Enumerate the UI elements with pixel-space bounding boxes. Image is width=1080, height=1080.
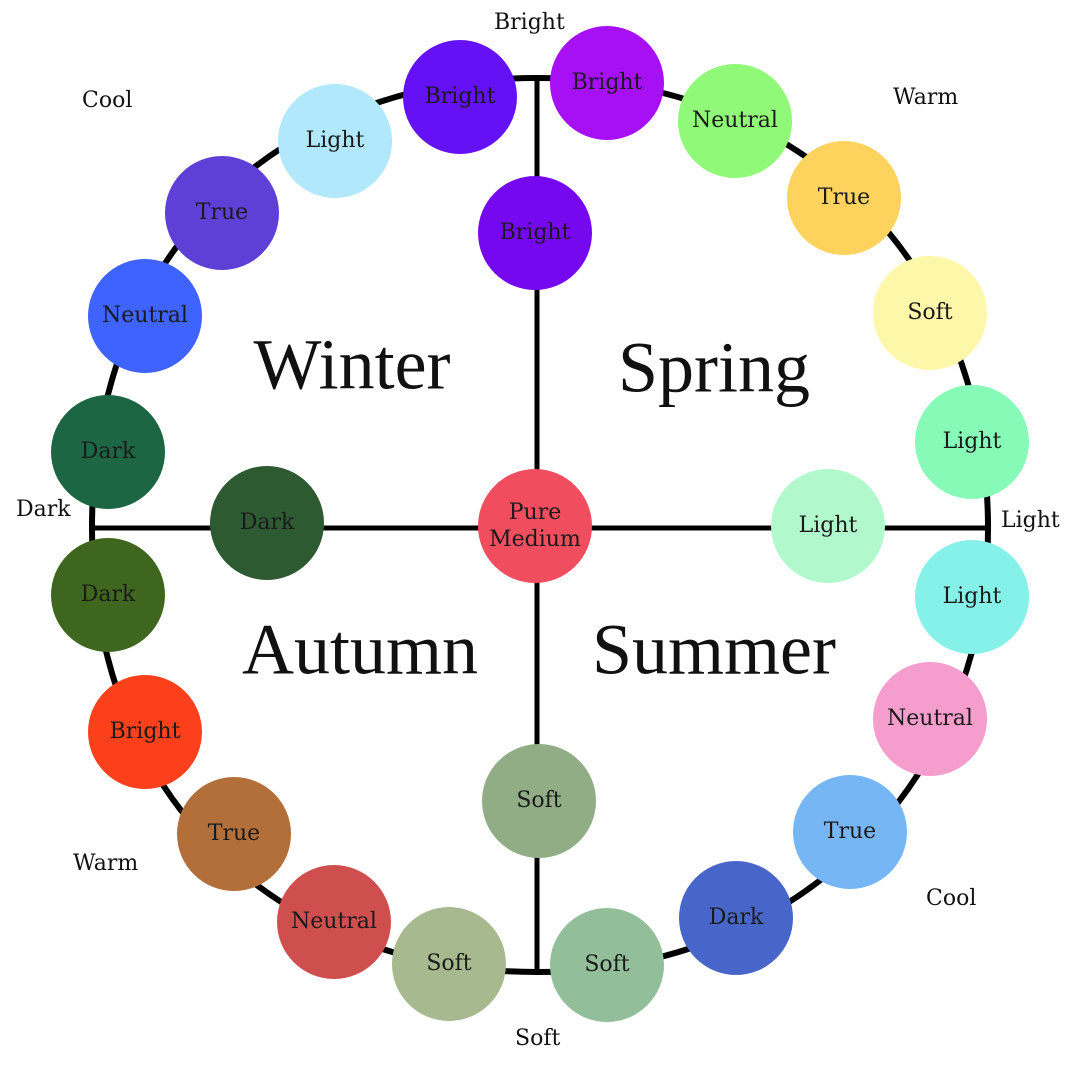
ring-node-autumn-true: True bbox=[177, 777, 291, 891]
ring-node-spring-soft: Soft bbox=[873, 256, 987, 370]
node-label: True bbox=[207, 821, 261, 847]
edge-label-top-right: Warm bbox=[893, 85, 959, 110]
node-label: Bright bbox=[424, 84, 496, 110]
node-label: Dark bbox=[708, 905, 764, 931]
season-title-spring: Spring bbox=[617, 327, 811, 408]
node-label: Neutral bbox=[887, 706, 973, 732]
node-label: Light bbox=[305, 128, 365, 154]
ring-node-winter-true: True bbox=[165, 156, 279, 270]
node-label: True bbox=[823, 819, 877, 845]
edge-label-top-left: Cool bbox=[82, 88, 133, 113]
ring-node-winter-bright: Bright bbox=[403, 40, 517, 154]
node-label: Soft bbox=[584, 952, 630, 978]
ring-node-spring-true: True bbox=[787, 141, 901, 255]
ring-node-autumn-dark: Dark bbox=[51, 538, 165, 652]
edge-label-bottom-right: Cool bbox=[926, 886, 977, 911]
node-label: Soft bbox=[907, 300, 953, 326]
ring-node-summer-neutral: Neutral bbox=[873, 662, 987, 776]
inner-node-top: Bright bbox=[478, 176, 592, 290]
ring-node-spring-light: Light bbox=[915, 385, 1029, 499]
node-label: Light bbox=[942, 429, 1002, 455]
ring-node-autumn-neutral: Neutral bbox=[277, 865, 391, 979]
inner-node-right: Light bbox=[771, 469, 885, 583]
node-label: Neutral bbox=[291, 909, 377, 935]
node-label: Soft bbox=[426, 951, 472, 977]
edge-label-left: Dark bbox=[16, 497, 71, 522]
ring-node-winter-light: Light bbox=[278, 84, 392, 198]
season-title-winter: Winter bbox=[253, 324, 451, 405]
node-label: True bbox=[817, 185, 871, 211]
inner-node-left: Dark bbox=[210, 466, 324, 580]
node-label: Bright bbox=[499, 220, 571, 246]
node-label: Light bbox=[798, 513, 858, 539]
ring-node-summer-light: Light bbox=[915, 540, 1029, 654]
season-title-autumn: Autumn bbox=[241, 609, 479, 690]
center-node-line2: Medium bbox=[489, 527, 581, 552]
season-title-summer: Summer bbox=[592, 609, 836, 690]
edge-label-bottom: Soft bbox=[515, 1026, 561, 1051]
edge-label-right: Light bbox=[1001, 508, 1060, 533]
node-label: Bright bbox=[571, 70, 643, 96]
node-label: True bbox=[195, 200, 249, 226]
ring-node-spring-bright: Bright bbox=[550, 26, 664, 140]
ring-node-summer-dark: Dark bbox=[679, 861, 793, 975]
ring-node-autumn-bright: Bright bbox=[88, 675, 202, 789]
ring-node-winter-dark: Dark bbox=[51, 395, 165, 509]
node-label: Light bbox=[942, 584, 1002, 610]
inner-node-bottom: Soft bbox=[482, 744, 596, 858]
node-label: Bright bbox=[109, 719, 181, 745]
center-node-line1: Pure bbox=[508, 499, 562, 525]
node-label: Neutral bbox=[692, 108, 778, 134]
ring-node-summer-true: True bbox=[793, 775, 907, 889]
ring-node-winter-neutral: Neutral bbox=[88, 259, 202, 373]
node-label: Dark bbox=[80, 439, 136, 465]
center-node-label: Pure Medium bbox=[489, 499, 581, 554]
ring-node-spring-neutral: Neutral bbox=[678, 64, 792, 178]
node-label: Neutral bbox=[102, 303, 188, 329]
node-label: Dark bbox=[80, 582, 136, 608]
edge-label-top: Bright bbox=[494, 10, 565, 35]
ring-node-autumn-soft: Soft bbox=[392, 907, 506, 1021]
node-label: Dark bbox=[239, 510, 295, 536]
ring-node-summer-soft: Soft bbox=[550, 908, 664, 1022]
node-label: Soft bbox=[516, 788, 562, 814]
edge-label-bottom-left: Warm bbox=[73, 851, 139, 876]
center-node: Pure Medium bbox=[478, 469, 592, 583]
